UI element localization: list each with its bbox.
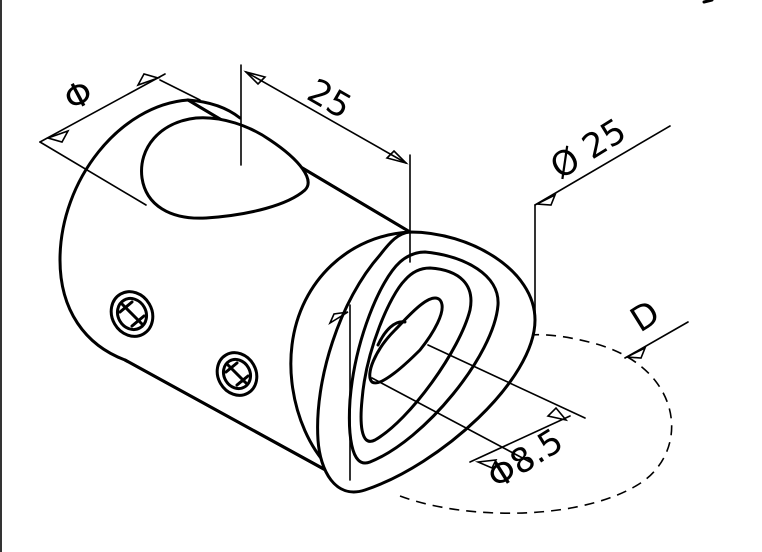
dimension-length: [240, 64, 411, 263]
label-hole-diameter: Φ8.5: [481, 421, 571, 498]
dimension-depth: [624, 321, 689, 359]
saddle-cut: [140, 116, 310, 220]
face-marker: [328, 304, 351, 481]
label-length: 25: [301, 71, 358, 127]
dimension-saddle-phi: [39, 73, 201, 206]
front-face: [316, 230, 537, 494]
label-depth: D: [624, 293, 667, 341]
dimension-hole: [371, 344, 586, 470]
screw-2: [215, 351, 259, 397]
screw-1: [109, 290, 155, 338]
dimension-outer-diameter: [534, 125, 671, 321]
pipe-outline-dashed: [399, 333, 673, 514]
label-outer-diameter: Ø 25: [544, 111, 634, 188]
corner-mark: [702, 0, 714, 4]
